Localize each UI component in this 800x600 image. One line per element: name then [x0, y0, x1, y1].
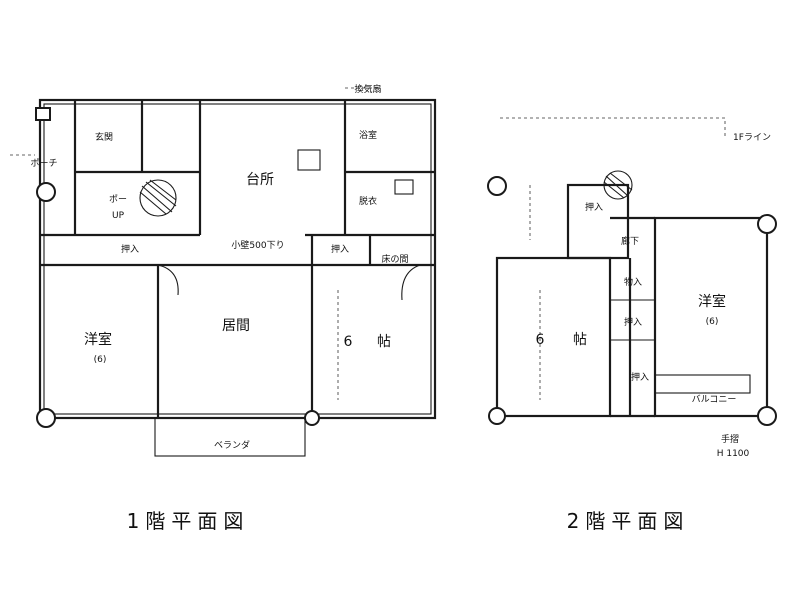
fixture-label-ventilation: 換気扇	[354, 83, 381, 95]
floor2-column-3	[757, 214, 777, 234]
room-unit-washitsu: 帖	[377, 334, 391, 350]
floor2-stair-core	[566, 183, 630, 260]
floor2-right-room-wall	[653, 216, 769, 418]
floor2-stair	[603, 170, 633, 200]
room-label-western: 洋室	[84, 331, 112, 348]
floor2-mats-left: 6	[536, 332, 545, 348]
floor2-column-1	[487, 176, 507, 196]
floor2-label-balcony: バルコニー	[692, 394, 737, 405]
room-mats-washitsu: 6	[344, 334, 353, 350]
floor2-label-rouka: 廊下	[621, 235, 639, 247]
room-label-living: 居間	[222, 318, 250, 334]
floor2-label-oshiire-bottom: 押入	[631, 371, 649, 383]
room-size-western: (6)	[94, 355, 107, 365]
door-swing-washitsu	[401, 264, 421, 301]
floor2-column-4	[757, 406, 777, 426]
door-swing-western	[157, 264, 179, 296]
floor1-outer-wall	[38, 98, 437, 420]
floor2-caption: 2階平面図	[567, 509, 690, 533]
room-label-genkan: 玄関	[95, 131, 113, 143]
washbasin	[394, 179, 414, 195]
room-note-koshikabe: 小壁500下り	[231, 239, 284, 251]
room-label-washroom: 脱衣	[359, 195, 377, 207]
floor2-size-western: (6)	[706, 317, 719, 327]
floor2-label-oshiire-top: 押入	[585, 201, 603, 213]
column-3	[304, 410, 320, 426]
room-label-oshiire-a: 押入	[121, 243, 139, 255]
kitchen-sink	[297, 149, 321, 171]
floor1-stair	[139, 179, 177, 217]
floor2-plan: 1Fライン 押入 廊下 6 帖 洋室 (6) 物入 押入 押入 バルコニー 手摺…	[487, 117, 777, 533]
floor2-1f-line	[500, 117, 726, 138]
column-2	[36, 408, 56, 428]
room-label-veranda: ベランダ	[214, 439, 250, 451]
room-label-bath: 浴室	[359, 129, 377, 141]
floor1-caption: 1階平面図	[127, 509, 250, 533]
floor2-label-tesuri: 手摺	[721, 433, 739, 445]
room-label-oshiire-b: 押入	[331, 243, 349, 255]
post-top-left	[35, 107, 51, 121]
veranda-outline	[154, 417, 306, 457]
floor2-label-storage-b: 押入	[624, 316, 642, 328]
floor2-column-2	[488, 407, 506, 425]
room-label-porch-small: ポー	[109, 194, 127, 205]
floor1-outer-wall-inner	[43, 103, 432, 415]
floor2-tesuri-height: H 1100	[717, 449, 750, 459]
floor2-fline-label: 1Fライン	[733, 132, 771, 143]
room-label-tokonoma: 床の間	[381, 253, 408, 265]
column-1	[36, 182, 56, 202]
floor2-label-western: 洋室	[698, 293, 726, 310]
floor2-balcony	[654, 374, 751, 394]
floor2-left-room-wall	[495, 256, 612, 418]
floor2-label-storage-a: 物入	[624, 276, 642, 288]
room-label-kitchen: 台所	[246, 172, 274, 188]
stair-up-label: UP	[112, 211, 125, 221]
floor1-plan: 玄関 ポーチ ポー UP 押入 台所 小壁500下り 押入 床の間 換気扇 浴室…	[10, 83, 437, 533]
floor2-unit-left: 帖	[573, 332, 587, 348]
room-label-porch: ポーチ	[30, 158, 57, 169]
